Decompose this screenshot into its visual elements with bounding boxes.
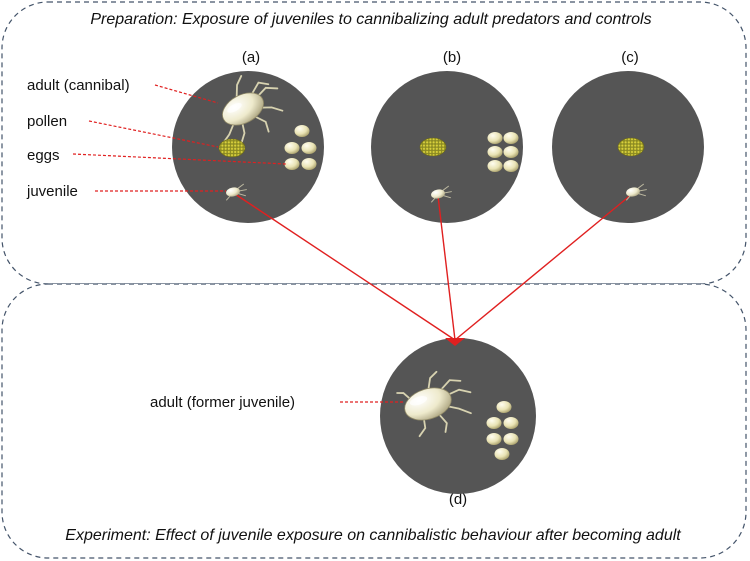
- egg-icon: [503, 146, 519, 158]
- egg-icon: [487, 160, 503, 172]
- egg-icon: [486, 417, 502, 429]
- egg-icon: [503, 417, 519, 429]
- egg-icon: [284, 142, 300, 154]
- flow-arrow-b: [437, 195, 456, 341]
- egg-icon: [503, 160, 519, 172]
- arena-c-label: (c): [621, 49, 639, 66]
- pollen-icon: [617, 137, 645, 157]
- egg-icon: [503, 433, 519, 445]
- arena-d: [380, 338, 536, 494]
- label-adult-former: adult (former juvenile): [150, 394, 295, 411]
- arrowhead-icon: [445, 338, 465, 346]
- egg-icon: [487, 132, 503, 144]
- leader-lines: [72, 84, 403, 403]
- label-adult-cannibal: adult (cannibal): [27, 77, 130, 94]
- flow-arrow-a: [234, 193, 456, 341]
- arena-d-label: (d): [449, 491, 467, 508]
- egg-icon: [487, 146, 503, 158]
- egg-icon: [494, 448, 510, 460]
- egg-icon: [301, 142, 317, 154]
- egg-icon: [486, 433, 502, 445]
- egg-icon: [503, 132, 519, 144]
- label-pollen: pollen: [27, 113, 67, 130]
- juvenile-mite-icon: [625, 183, 647, 201]
- leader-pollen: [88, 120, 219, 148]
- arena-a: [172, 71, 324, 223]
- egg-cluster-d: [486, 401, 519, 460]
- label-juvenile: juvenile: [26, 183, 78, 200]
- egg-icon: [284, 158, 300, 170]
- egg-icon: [496, 401, 512, 413]
- label-eggs: eggs: [27, 147, 60, 164]
- arena-b: [371, 71, 523, 223]
- pollen-icon: [419, 137, 447, 157]
- leader-eggs: [72, 153, 287, 165]
- arena-a-label: (a): [242, 49, 260, 66]
- leader-adult-cannibal: [154, 84, 219, 104]
- experiment-panel: [1, 283, 747, 559]
- egg-cluster-a: [284, 125, 317, 170]
- experiment-caption: Experiment: Effect of juvenile exposure …: [65, 527, 681, 544]
- juvenile-mite-icon: [430, 185, 452, 203]
- pollen-icon: [218, 138, 246, 158]
- egg-cluster-b: [487, 132, 519, 172]
- preparation-caption: Preparation: Exposure of juveniles to ca…: [90, 11, 651, 28]
- mite-icon: [222, 75, 284, 145]
- flow-arrow-c: [454, 193, 633, 341]
- arena-b-label: (b): [443, 49, 461, 66]
- juvenile-mite-icon: [225, 183, 247, 201]
- mite-icon: [396, 370, 472, 438]
- egg-icon: [294, 125, 310, 137]
- flow-arrows: [234, 193, 633, 341]
- egg-icon: [301, 158, 317, 170]
